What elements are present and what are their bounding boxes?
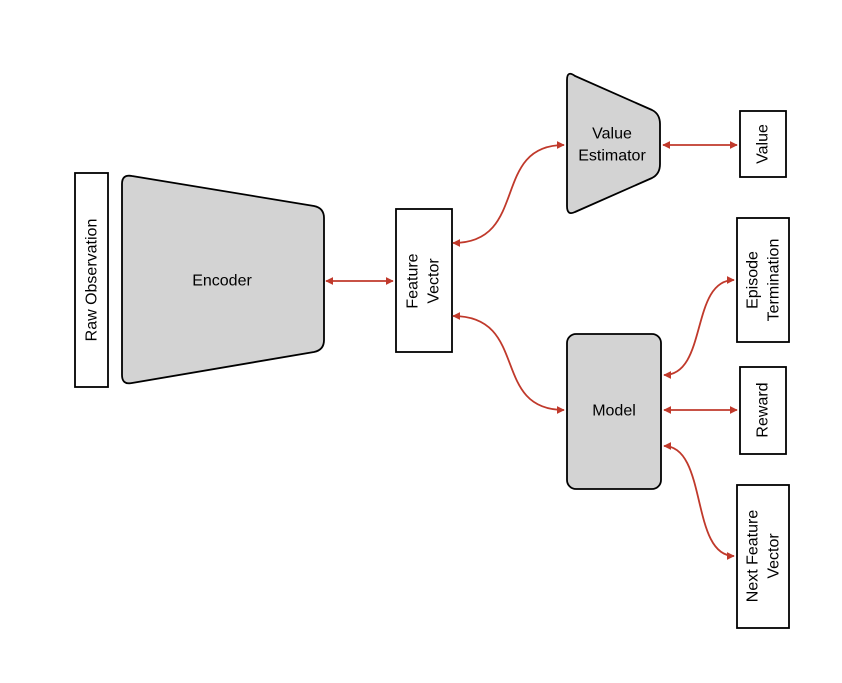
episode-termination-label-line1: Episode	[745, 251, 762, 309]
value-estimator-label-line2: Estimator	[578, 148, 646, 165]
feature-vector-label-line2: Vector	[426, 258, 443, 304]
feature-vector-node: Feature Vector	[395, 208, 453, 353]
arrow-model-next-feature-vector	[663, 442, 735, 560]
value-node: Value	[739, 110, 787, 178]
next-feature-vector-node: Next Feature Vector	[736, 484, 790, 629]
reward-node: Reward	[739, 366, 787, 455]
encoder-label: Encoder	[192, 273, 252, 290]
episode-termination-node: Episode Termination	[736, 217, 790, 343]
value-label: Value	[755, 124, 772, 164]
raw-observation-node: Raw Observation	[74, 172, 109, 388]
episode-termination-label-line2: Termination	[766, 239, 783, 322]
value-estimator-node: Value Estimator	[566, 72, 661, 215]
arrow-feature-value-estimator	[452, 141, 565, 247]
value-estimator-label-line1: Value	[592, 126, 632, 143]
next-feature-vector-label-line2: Vector	[766, 533, 783, 579]
raw-observation-label: Raw Observation	[84, 219, 101, 342]
arrow-feature-model	[452, 312, 565, 414]
model-node: Model	[566, 333, 662, 490]
reward-label: Reward	[755, 382, 772, 437]
arrow-model-episode-termination	[663, 276, 735, 379]
next-feature-vector-label-line1: Next Feature	[745, 510, 762, 603]
model-label: Model	[592, 403, 636, 420]
feature-vector-label-line1: Feature	[405, 253, 422, 308]
encoder-node: Encoder	[121, 174, 325, 385]
